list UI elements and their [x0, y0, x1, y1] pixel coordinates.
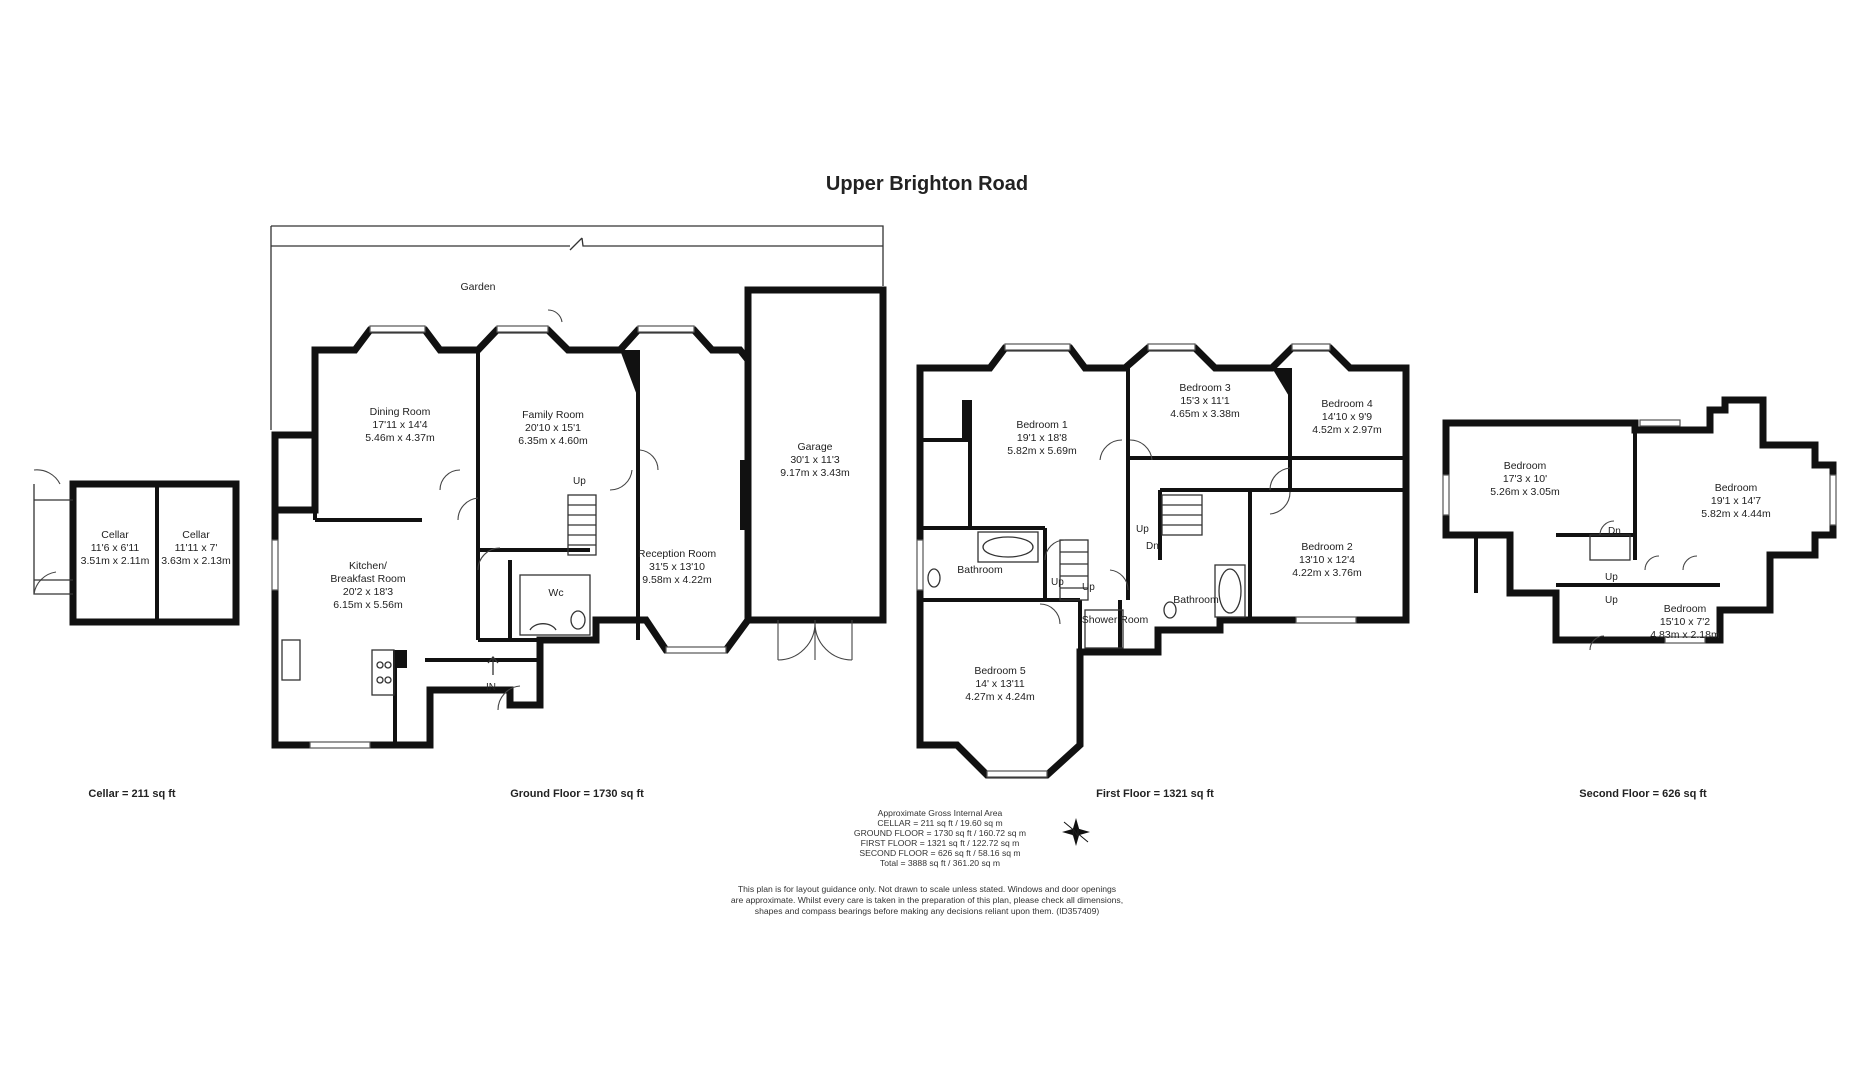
disclaimer-line-2: shapes and compass bearings before makin… — [755, 906, 1100, 916]
entrance-in-label: IN — [486, 682, 496, 693]
bed2-metric: 4.22m x 3.76m — [1292, 567, 1362, 579]
second-stairs-up-1: Up — [1605, 572, 1618, 583]
disclaimer-line-1: are approximate. Whilst every care is ta… — [731, 895, 1123, 905]
cellar1-name: Cellar — [101, 529, 129, 541]
garage-metric: 9.17m x 3.43m — [780, 467, 850, 479]
kitchen-name-1: Kitchen/ — [349, 560, 387, 572]
bed2-name: Bedroom 2 — [1301, 541, 1353, 553]
ground-stairs-up: Up — [573, 476, 586, 487]
dining-name: Dining Room — [370, 406, 431, 418]
bath2-name: Bathroom — [1173, 594, 1219, 606]
second-floor: Bedroom 17'3 x 10' 5.26m x 3.05m Bedroom… — [1442, 396, 1837, 651]
bed4-name: Bedroom 4 — [1321, 398, 1373, 410]
garage-name: Garage — [797, 441, 832, 453]
area-summary-line-3: FIRST FLOOR = 1321 sq ft / 122.72 sq m — [861, 838, 1020, 848]
sbed-right-name: Bedroom — [1715, 482, 1758, 494]
bed1-name: Bedroom 1 — [1016, 419, 1068, 431]
bed1-imperial: 19'1 x 18'8 — [1017, 432, 1067, 444]
bed3-name: Bedroom 3 — [1179, 382, 1231, 394]
second-stairs-down: Dn — [1608, 526, 1621, 537]
sbed-left-name: Bedroom — [1504, 460, 1547, 472]
disclaimer-line-0: This plan is for layout guidance only. N… — [738, 884, 1116, 894]
sbed-right-imperial: 19'1 x 14'7 — [1711, 495, 1761, 507]
bed3-imperial: 15'3 x 11'1 — [1180, 395, 1230, 407]
first-area-label: First Floor = 1321 sq ft — [1096, 788, 1214, 800]
cellar2-imperial: 11'11 x 7' — [175, 542, 218, 554]
reception-imperial: 31'5 x 13'10 — [649, 561, 705, 573]
sbed-bottom-imperial: 15'10 x 7'2 — [1660, 616, 1710, 628]
cellar1-imperial: 11'6 x 6'11 — [91, 542, 140, 554]
cellar-floor: Cellar 11'6 x 6'11 3.51m x 2.11m Cellar … — [33, 469, 240, 626]
area-summary-line-5: Total = 3888 sq ft / 361.20 sq m — [880, 858, 1000, 868]
bed3-metric: 4.65m x 3.38m — [1170, 408, 1240, 420]
cellar2-metric: 3.63m x 2.13m — [161, 555, 231, 567]
area-summary-line-2: GROUND FLOOR = 1730 sq ft / 160.72 sq m — [854, 828, 1026, 838]
sbed-right-metric: 5.82m x 4.44m — [1701, 508, 1771, 520]
garden-label: Garden — [460, 281, 495, 293]
plan-title: Upper Brighton Road — [826, 173, 1028, 195]
area-summary-line-0: Approximate Gross Internal Area — [878, 808, 1003, 818]
dining-imperial: 17'11 x 14'4 — [372, 419, 427, 431]
kitchen-name-2: Breakfast Room — [330, 573, 406, 585]
bed4-imperial: 14'10 x 9'9 — [1322, 411, 1372, 423]
ground-floor: Garden — [270, 225, 887, 749]
compass-rose-icon: N — [1062, 818, 1090, 846]
first-stairs-down: Dn — [1146, 541, 1159, 552]
dining-metric: 5.46m x 4.37m — [365, 432, 435, 444]
kitchen-imperial: 20'2 x 18'3 — [343, 586, 393, 598]
sbed-left-metric: 5.26m x 3.05m — [1490, 486, 1560, 498]
sbed-left-imperial: 17'3 x 10' — [1503, 473, 1547, 485]
bed5-name: Bedroom 5 — [974, 665, 1026, 677]
garage-imperial: 30'1 x 11'3 — [790, 454, 840, 466]
bed1-metric: 5.82m x 5.69m — [1007, 445, 1077, 457]
first-stairs-up-2: Up — [1082, 582, 1095, 593]
family-metric: 6.35m x 4.60m — [518, 435, 588, 447]
bed5-metric: 4.27m x 4.24m — [965, 691, 1035, 703]
first-stairs-up-3: Up — [1136, 524, 1149, 535]
ground-area-label: Ground Floor = 1730 sq ft — [510, 788, 644, 800]
sbed-bottom-name: Bedroom — [1664, 603, 1707, 615]
family-imperial: 20'10 x 15'1 — [525, 422, 581, 434]
sbed-bottom-metric: 4.83m x 2.18m — [1650, 629, 1720, 641]
first-floor: Bedroom 1 19'1 x 18'8 5.82m x 5.69m Bedr… — [916, 343, 1410, 779]
area-summary-line-4: SECOND FLOOR = 626 sq ft / 58.16 sq m — [859, 848, 1020, 858]
second-stairs-up-2: Up — [1605, 595, 1618, 606]
shower-name: Shower Room — [1082, 614, 1149, 626]
wc-name: Wc — [548, 587, 563, 599]
family-name: Family Room — [522, 409, 584, 421]
second-area-label: Second Floor = 626 sq ft — [1579, 788, 1707, 800]
cellar2-name: Cellar — [182, 529, 210, 541]
bath1-name: Bathroom — [957, 564, 1003, 576]
bed5-imperial: 14' x 13'11 — [975, 678, 1025, 690]
area-summary-line-1: CELLAR = 211 sq ft / 19.60 sq m — [877, 818, 1002, 828]
reception-name: Reception Room — [638, 548, 716, 560]
compass-letter: N — [1072, 828, 1079, 839]
cellar-area-label: Cellar = 211 sq ft — [88, 788, 175, 800]
kitchen-metric: 6.15m x 5.56m — [333, 599, 403, 611]
bed2-imperial: 13'10 x 12'4 — [1299, 554, 1355, 566]
first-stairs-up-1: Up — [1051, 577, 1064, 588]
reception-metric: 9.58m x 4.22m — [642, 574, 712, 586]
bed4-metric: 4.52m x 2.97m — [1312, 424, 1382, 436]
cellar1-metric: 3.51m x 2.11m — [81, 555, 150, 567]
